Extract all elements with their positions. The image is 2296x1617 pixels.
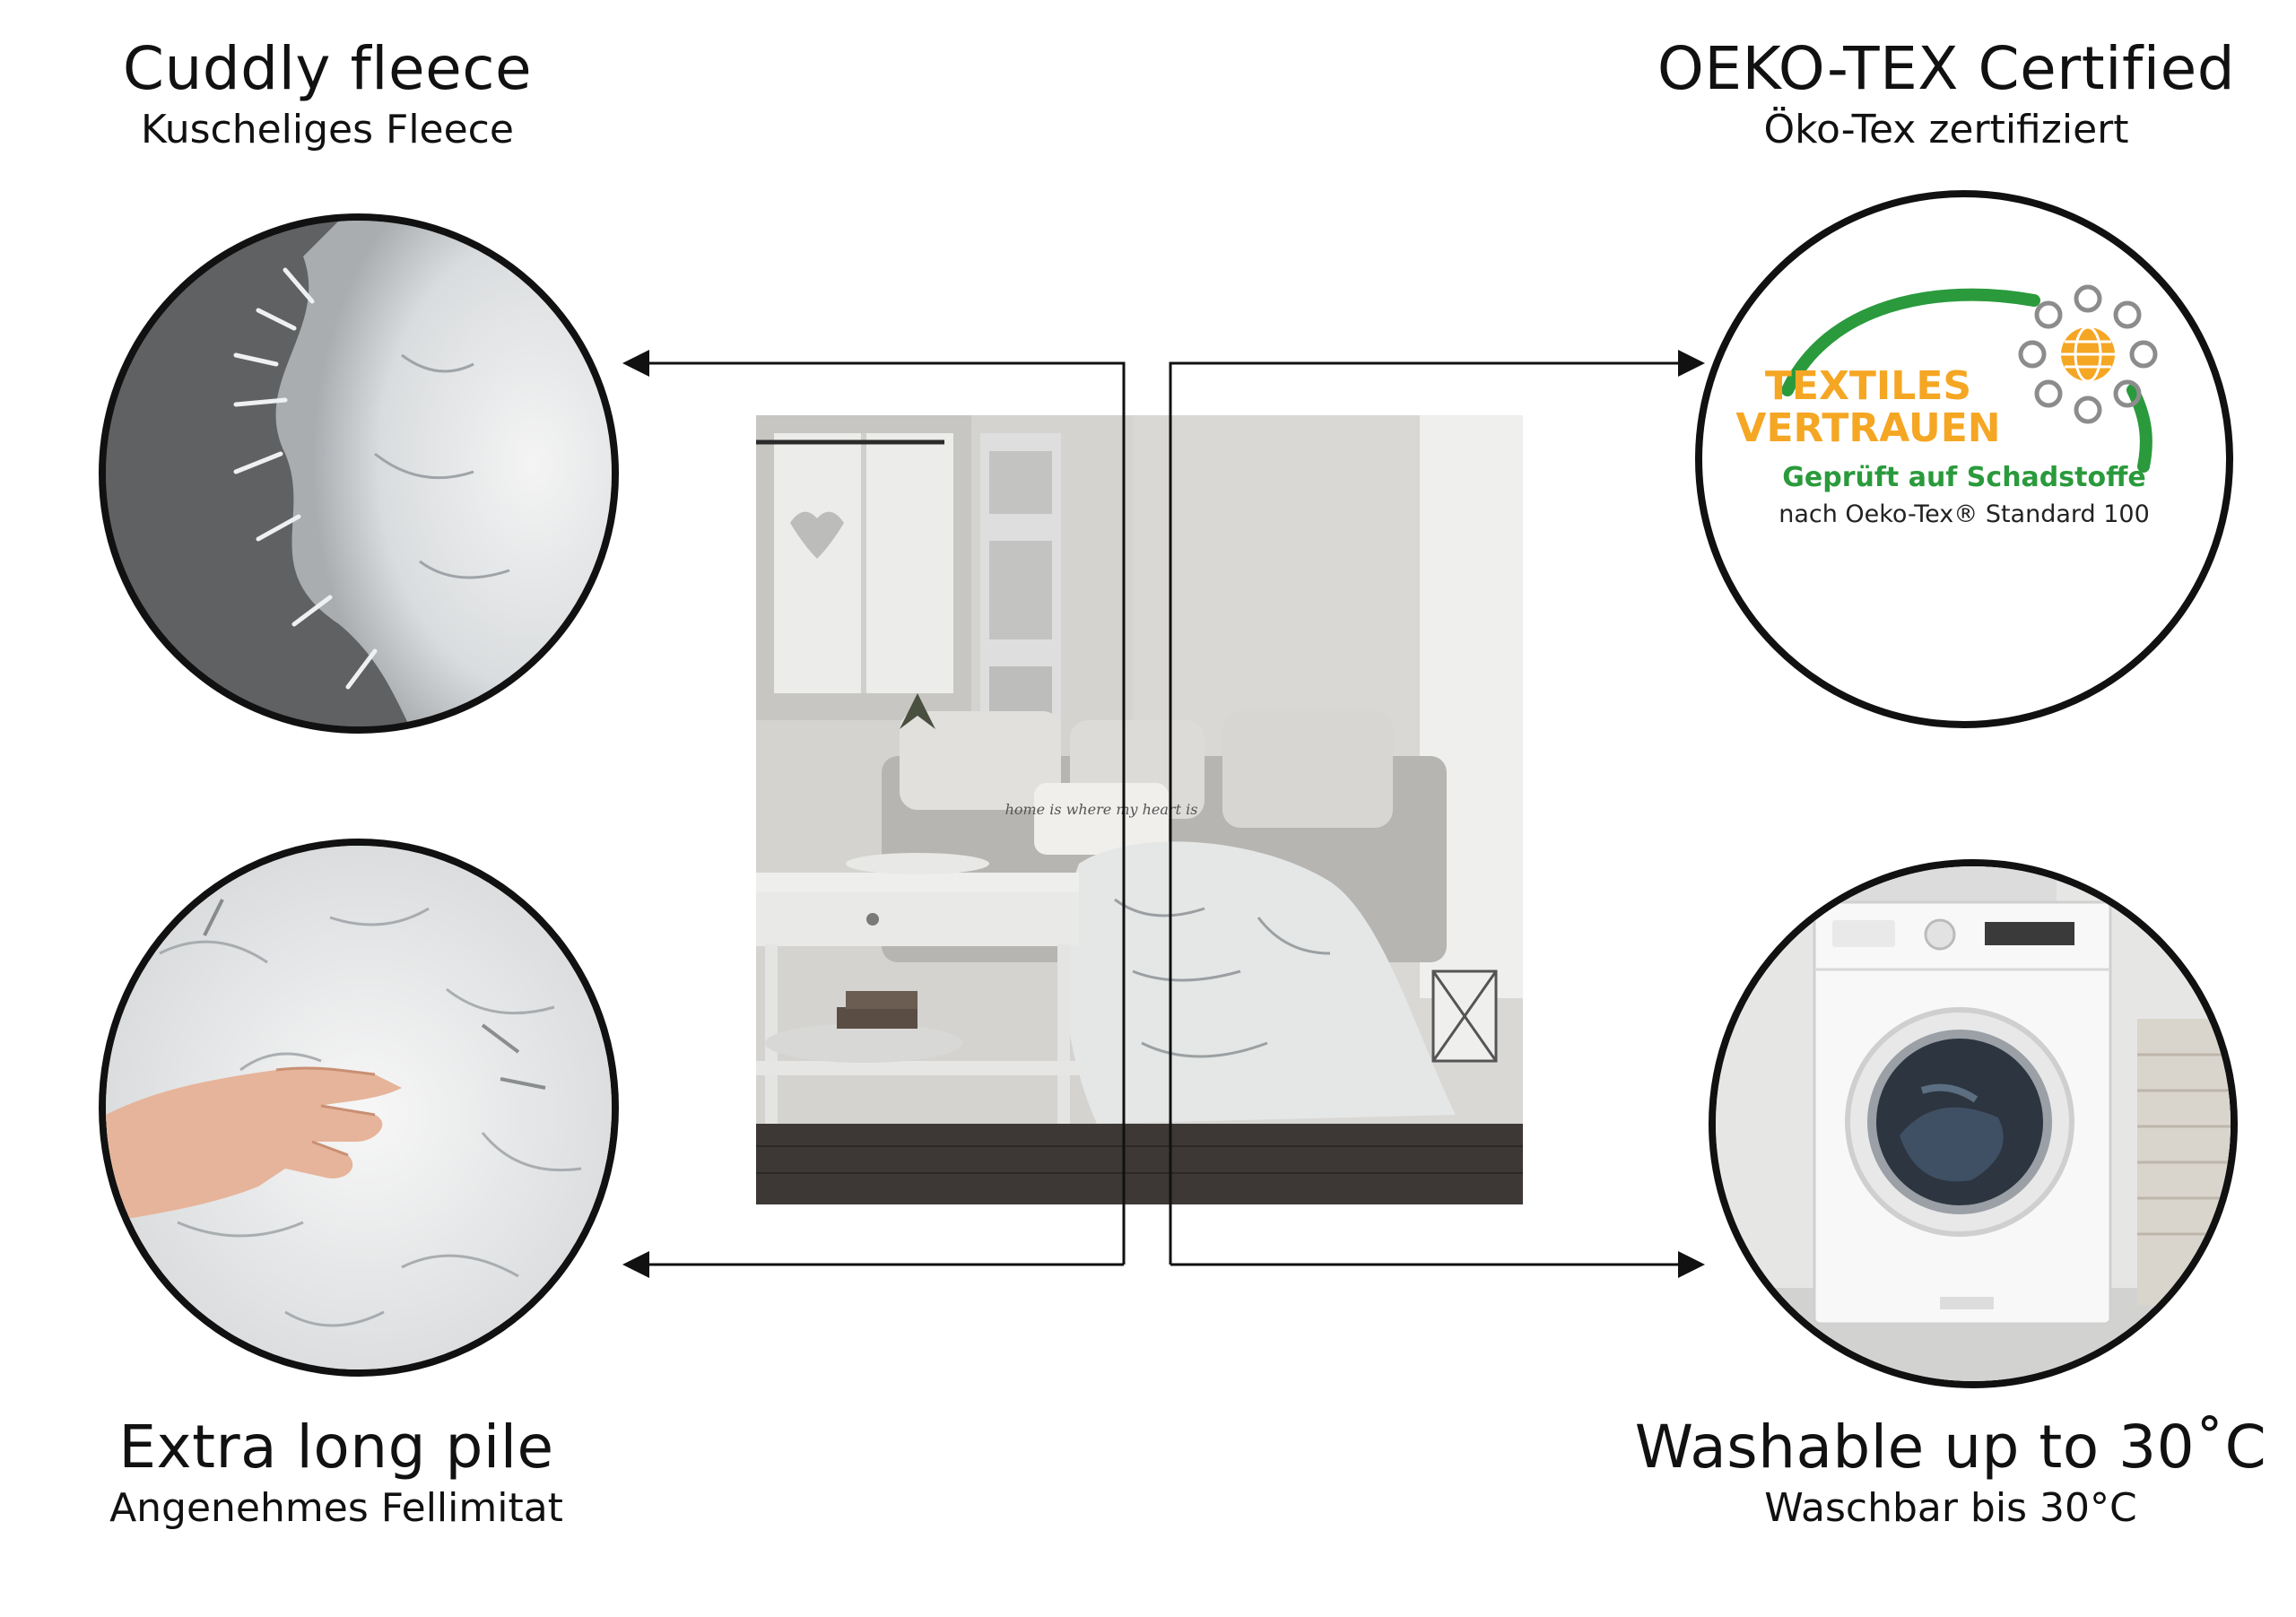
feature-title-sub: Öko-Tex zertifiziert [1763, 107, 2129, 152]
feature-title-sub: Kuscheliges Fleece [141, 107, 514, 152]
washing-machine-illustration [1716, 866, 2231, 1381]
badge-line-geprueft: Geprüft auf Schadstoffe [1782, 462, 2145, 493]
badge-line-standard: nach Oeko-Tex® Standard 100 [1779, 500, 2150, 528]
badge-line-vertrauen: VERTRAUEN [1735, 405, 2000, 451]
living-room-photo: home is where my heart is [756, 415, 1523, 1204]
fleece-texture-illustration [106, 221, 612, 726]
feature-title-long-pile: Extra long pile Angenehmes Fellimitat [72, 1413, 601, 1531]
feature-title-main: Extra long pile [118, 1413, 554, 1482]
heart-decoration [790, 511, 844, 559]
arrow-to-oekotex [1169, 350, 1705, 1265]
pillow-home [1034, 783, 1169, 855]
badge-line-textiles: TEXTILES [1765, 363, 1971, 409]
pillow-text: home is where my heart is [1005, 801, 1198, 818]
washer-display [1985, 922, 2074, 945]
coffee-table-top [756, 873, 1079, 892]
feature-title-main: Cuddly fleece [122, 34, 533, 103]
wooden-floor [756, 1124, 1523, 1204]
oekotex-badge: TEXTILES VERTRAUEN Geprüft auf Schadstof… [1695, 190, 2233, 728]
living-room-illustration: home is where my heart is [756, 415, 1523, 1204]
feature-title-sub: Angenehmes Fellimitat [109, 1485, 563, 1531]
long-pile-illustration [106, 846, 612, 1369]
feature-title-oekotex: OEKO-TEX Certified Öko-Tex zertifiziert [1614, 34, 2278, 152]
feature-title-main: Washable up to 30˚C [1634, 1413, 2267, 1482]
plant-decoration [900, 693, 935, 729]
oekotex-logo: TEXTILES VERTRAUEN Geprüft auf Schadstof… [1735, 284, 2158, 528]
feature-title-washable: Washable up to 30˚C Waschbar bis 30°C [1614, 1413, 2287, 1531]
washing-machine-image [1709, 859, 2238, 1388]
fleece-closeup-image [99, 213, 619, 734]
fur-blanket [1063, 841, 1456, 1124]
globe-flower-icon [2018, 284, 2158, 424]
washer-dial [1924, 918, 1956, 951]
arrow-to-fleece [622, 350, 1126, 1265]
feature-title-sub: Waschbar bis 30°C [1764, 1485, 2137, 1531]
feature-title-main: OEKO-TEX Certified [1657, 34, 2236, 103]
long-pile-hand-image [99, 839, 619, 1377]
feature-title-cuddly-fleece: Cuddly fleece Kuscheliges Fleece [103, 34, 552, 152]
